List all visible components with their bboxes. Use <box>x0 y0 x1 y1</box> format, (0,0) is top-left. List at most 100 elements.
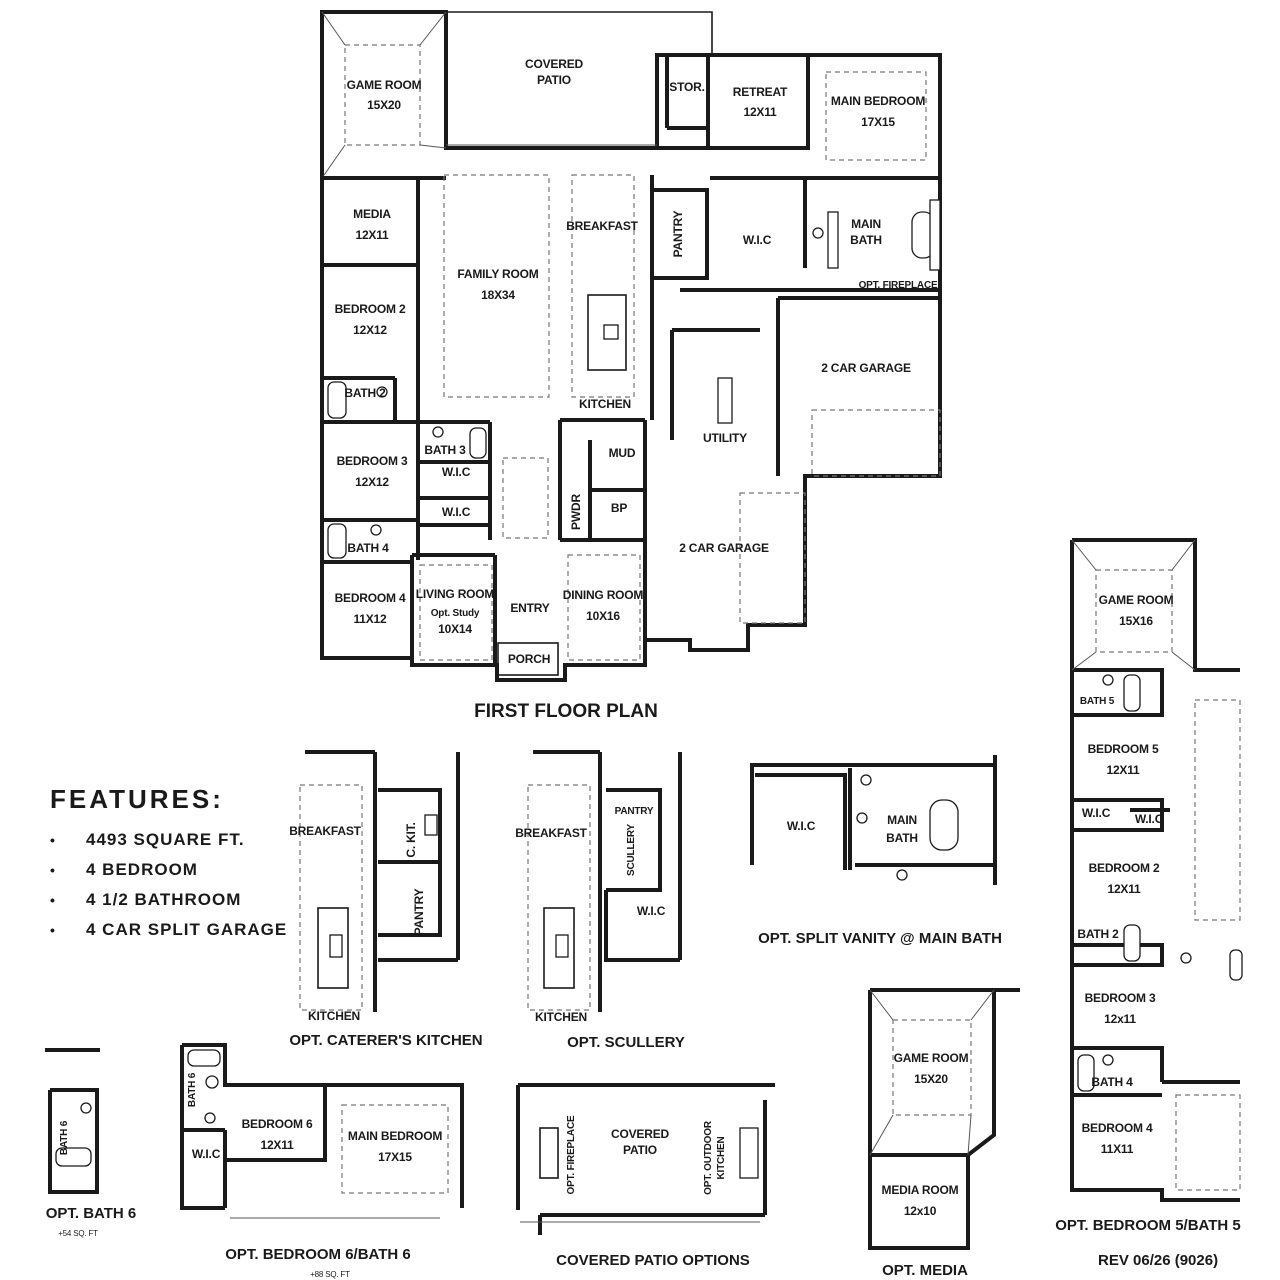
b5-title: OPT. BEDROOM 5/BATH 5 <box>1055 1217 1241 1234</box>
main-bedroom-label: MAIN BEDROOM <box>831 94 925 108</box>
b5-bedroom5-label: BEDROOM 5 <box>1088 742 1159 756</box>
sc-title: OPT. SCULLERY <box>567 1034 685 1051</box>
dining-room-label: DINING ROOM <box>563 588 644 602</box>
opt-scullery: BREAKFAST PANTRY SCULLERY W.I.C KITCHEN … <box>515 750 685 1051</box>
b6-label: BATH 6 <box>59 1120 70 1155</box>
b6b-bath6-label: BATH 6 <box>187 1072 198 1107</box>
b6b-main-bedroom-size: 17X15 <box>378 1150 412 1164</box>
kitchen-label: KITCHEN <box>579 397 631 411</box>
first-floor-plan <box>320 10 942 682</box>
b5-wic1-label: W.I.C <box>1082 806 1111 820</box>
porch-label: PORCH <box>508 652 550 666</box>
utility-label: UTILITY <box>703 431 747 445</box>
opt-bedroom5: GAME ROOM 15X16 BATH 5 BEDROOM 5 12X11 W… <box>1055 538 1243 1234</box>
b6b-wic-label: W.I.C <box>192 1147 221 1161</box>
breakfast-label: BREAKFAST <box>566 219 638 233</box>
cp-title: COVERED PATIO OPTIONS <box>556 1252 750 1269</box>
bedroom2-label: BEDROOM 2 <box>335 302 406 316</box>
cp-covered-label: COVERED <box>611 1127 669 1141</box>
bedroom4-size: 11X12 <box>353 612 387 626</box>
revision-label: REV 06/26 (9026) <box>1098 1252 1219 1269</box>
b5-bedroom5-size: 12X11 <box>1106 763 1140 777</box>
first-floor-title: FIRST FLOOR PLAN <box>474 701 658 722</box>
ck-kitchen-label: KITCHEN <box>308 1009 360 1023</box>
b5-bedroom3-size: 12x11 <box>1104 1012 1136 1026</box>
garage-b-label: 2 CAR GARAGE <box>679 541 769 555</box>
retreat-size: 12X11 <box>743 105 777 119</box>
b5-wic2-label: W.I.C <box>1135 812 1164 826</box>
features-heading: FEATURES: <box>50 784 224 814</box>
entry-label: ENTRY <box>510 601 549 615</box>
sc-breakfast-label: BREAKFAST <box>515 826 587 840</box>
sv-title: OPT. SPLIT VANITY @ MAIN BATH <box>758 930 1002 947</box>
main-bath-label-2: BATH <box>850 233 882 247</box>
bath2-label: BATH 2 <box>344 386 386 400</box>
b6b-title: OPT. BEDROOM 6/BATH 6 <box>225 1246 411 1263</box>
b5-bath2-label: BATH 2 <box>1077 927 1119 941</box>
bedroom3-label: BEDROOM 3 <box>337 454 408 468</box>
garage-a-label: 2 CAR GARAGE <box>821 361 911 375</box>
covered-patio-label: COVERED <box>525 57 583 71</box>
living-room-sub: Opt. Study <box>431 608 480 619</box>
wic-a-label: W.I.C <box>442 465 471 479</box>
om-game-room-size: 15X20 <box>914 1072 948 1086</box>
b5-bedroom4-size: 11X11 <box>1101 1142 1134 1156</box>
b6b-sqft: +88 SQ. FT <box>310 1270 350 1279</box>
b5-game-room-size: 15X16 <box>1119 614 1153 628</box>
cp-outdoor-label: OPT. OUTDOOR <box>703 1120 714 1195</box>
feature-item: 4 CAR SPLIT GARAGE <box>50 915 350 945</box>
opt-bedroom6: BATH 6 W.I.C BEDROOM 6 12X11 MAIN BEDROO… <box>180 1043 464 1279</box>
bath4-label: BATH 4 <box>347 541 389 555</box>
b6b-bedroom6-size: 12X11 <box>260 1138 294 1152</box>
sv-wic-label: W.I.C <box>787 819 816 833</box>
sv-main-label: MAIN <box>887 813 917 827</box>
powder-label: PWDR <box>569 494 583 530</box>
main-bath-label: MAIN <box>851 217 881 231</box>
mud-label: MUD <box>609 446 636 460</box>
b5-bedroom4-label: BEDROOM 4 <box>1082 1121 1153 1135</box>
bedroom4-label: BEDROOM 4 <box>335 591 406 605</box>
b5-bath4-label: BATH 4 <box>1091 1075 1133 1089</box>
feature-item: 4493 SQUARE FT. <box>50 825 350 855</box>
bp-label: BP <box>611 501 627 515</box>
media-label: MEDIA <box>353 207 391 221</box>
cp-kitchen-label: KITCHEN <box>716 1136 727 1179</box>
bedroom2-size: 12X12 <box>353 323 387 337</box>
media-size: 12X11 <box>355 228 389 242</box>
sv-bath-label: BATH <box>886 831 918 845</box>
b5-bath5-label: BATH 5 <box>1080 696 1115 707</box>
family-room-size: 18X34 <box>481 288 515 302</box>
om-media-room-label: MEDIA ROOM <box>882 1183 959 1197</box>
om-title: OPT. MEDIA <box>882 1262 968 1279</box>
opt-bath6: BATH 6 OPT. BATH 6 +54 SQ. FT <box>45 1048 137 1238</box>
main-bedroom-size: 17X15 <box>861 115 895 129</box>
cp-patio-label: PATIO <box>623 1143 657 1157</box>
game-room-label: GAME ROOM <box>347 78 422 92</box>
opt-media: GAME ROOM 15X20 MEDIA ROOM 12x10 OPT. ME… <box>868 988 1020 1279</box>
retreat-label: RETREAT <box>733 85 788 99</box>
b5-bedroom2-label: BEDROOM 2 <box>1089 861 1160 875</box>
sc-kitchen-label: KITCHEN <box>535 1010 587 1024</box>
dining-room-size: 10X16 <box>586 609 620 623</box>
b6-sqft: +54 SQ. FT <box>58 1229 98 1238</box>
cp-fireplace-label: OPT. FIREPLACE <box>566 1115 577 1194</box>
game-room-size: 15X20 <box>367 98 401 112</box>
opt-split-vanity: W.I.C MAIN BATH OPT. SPLIT VANITY @ MAIN… <box>750 755 1002 947</box>
b5-game-room-label: GAME ROOM <box>1099 593 1174 607</box>
b6-title: OPT. BATH 6 <box>46 1205 137 1222</box>
family-room-label: FAMILY ROOM <box>457 267 538 281</box>
opt-fireplace-label: OPT. FIREPLACE <box>859 280 938 291</box>
covered-patio-options: OPT. FIREPLACE COVERED PATIO OPT. OUTDOO… <box>516 1083 775 1269</box>
b6b-bedroom6-label: BEDROOM 6 <box>242 1117 313 1131</box>
ck-ckit-label: C. KIT. <box>404 822 418 857</box>
om-media-room-size: 12x10 <box>904 1204 937 1218</box>
features-list: 4493 SQUARE FT. 4 BEDROOM 4 1/2 BATHROOM… <box>50 825 350 945</box>
covered-patio-label-2: PATIO <box>537 73 571 87</box>
sc-scullery-label: SCULLERY <box>626 824 637 876</box>
living-room-size: 10X14 <box>438 622 472 636</box>
wic-b-label: W.I.C <box>442 505 471 519</box>
b6b-main-bedroom-label: MAIN BEDROOM <box>348 1129 442 1143</box>
b5-bedroom2-size: 12X11 <box>1107 882 1141 896</box>
bedroom3-size: 12X12 <box>355 475 389 489</box>
